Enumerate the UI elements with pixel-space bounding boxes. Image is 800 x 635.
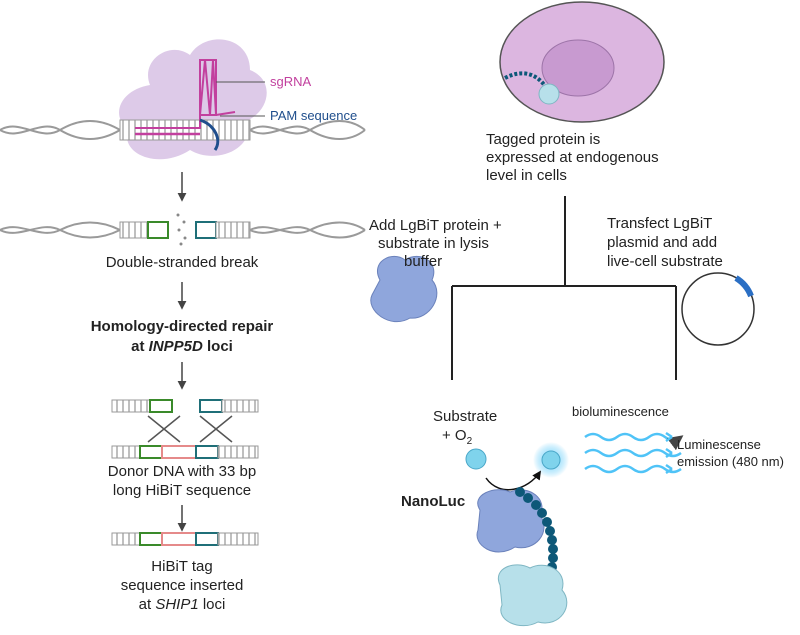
step-hdr-line2: at INPP5D loci bbox=[131, 338, 233, 355]
step-donor-line1: Donor DNA with 33 bp bbox=[107, 463, 257, 480]
cell bbox=[499, 1, 665, 123]
nanoluc-label: NanoLuc bbox=[401, 493, 466, 510]
step-double-stranded-break: Double-stranded break bbox=[105, 254, 259, 271]
cell-caption-line3: level in cells bbox=[486, 167, 567, 184]
bioluminescence-label: bioluminescence bbox=[572, 404, 669, 419]
gene-inpp5d: INPP5D bbox=[148, 338, 203, 355]
cell-caption-line2: expressed at endogenous bbox=[486, 149, 659, 166]
substrate-molecule bbox=[465, 448, 487, 470]
substrate-label-line1: Substrate bbox=[433, 408, 498, 425]
emission-label-line1: Luminescense bbox=[677, 437, 761, 452]
branch-tree bbox=[451, 196, 677, 380]
step-inserted-line3: at SHIP1 loci bbox=[138, 596, 226, 613]
step-donor-line2: long HiBiT sequence bbox=[112, 482, 252, 499]
plasmid bbox=[681, 272, 755, 346]
live-caption-line2: plasmid and add bbox=[607, 234, 718, 251]
hibit-linker bbox=[515, 487, 558, 572]
lgbit-protein bbox=[370, 255, 438, 323]
product-molecule bbox=[533, 442, 569, 478]
emission-waves bbox=[584, 431, 684, 475]
step-hdr-line1: Homology-directed repair bbox=[90, 318, 274, 335]
emission-label-line2: emission (480 nm) bbox=[677, 454, 784, 469]
inserted-dna bbox=[111, 532, 259, 546]
substrate-label-line2: + O2 bbox=[442, 427, 473, 447]
step-inserted-line1: HiBiT tag bbox=[151, 558, 213, 575]
sgrna-strand bbox=[135, 59, 236, 136]
gene-ship1: SHIP1 bbox=[155, 596, 199, 613]
step-inserted-line2: sequence inserted bbox=[120, 577, 244, 594]
nanoluc-protein bbox=[476, 489, 545, 553]
pam-strand bbox=[199, 118, 220, 151]
lysis-caption-line1: Add LgBiT protein + bbox=[369, 217, 502, 234]
pam-label: PAM sequence bbox=[270, 108, 358, 123]
cas9-complex bbox=[119, 39, 267, 160]
hdr-crossover bbox=[111, 399, 259, 459]
tagged-protein-in-cell bbox=[504, 71, 560, 105]
live-caption-line3: live-cell substrate bbox=[607, 253, 723, 270]
live-caption-line1: Transfect LgBiT bbox=[607, 215, 713, 232]
sgrna-label: sgRNA bbox=[270, 74, 312, 89]
lysis-caption-line3: buffer bbox=[404, 253, 443, 270]
broken-dna bbox=[0, 213, 366, 246]
lysis-caption-line2: substrate in lysis bbox=[378, 235, 489, 252]
target-protein bbox=[497, 564, 568, 627]
cell-caption-line1: Tagged protein is bbox=[486, 131, 601, 148]
reaction-arrow bbox=[485, 470, 541, 491]
